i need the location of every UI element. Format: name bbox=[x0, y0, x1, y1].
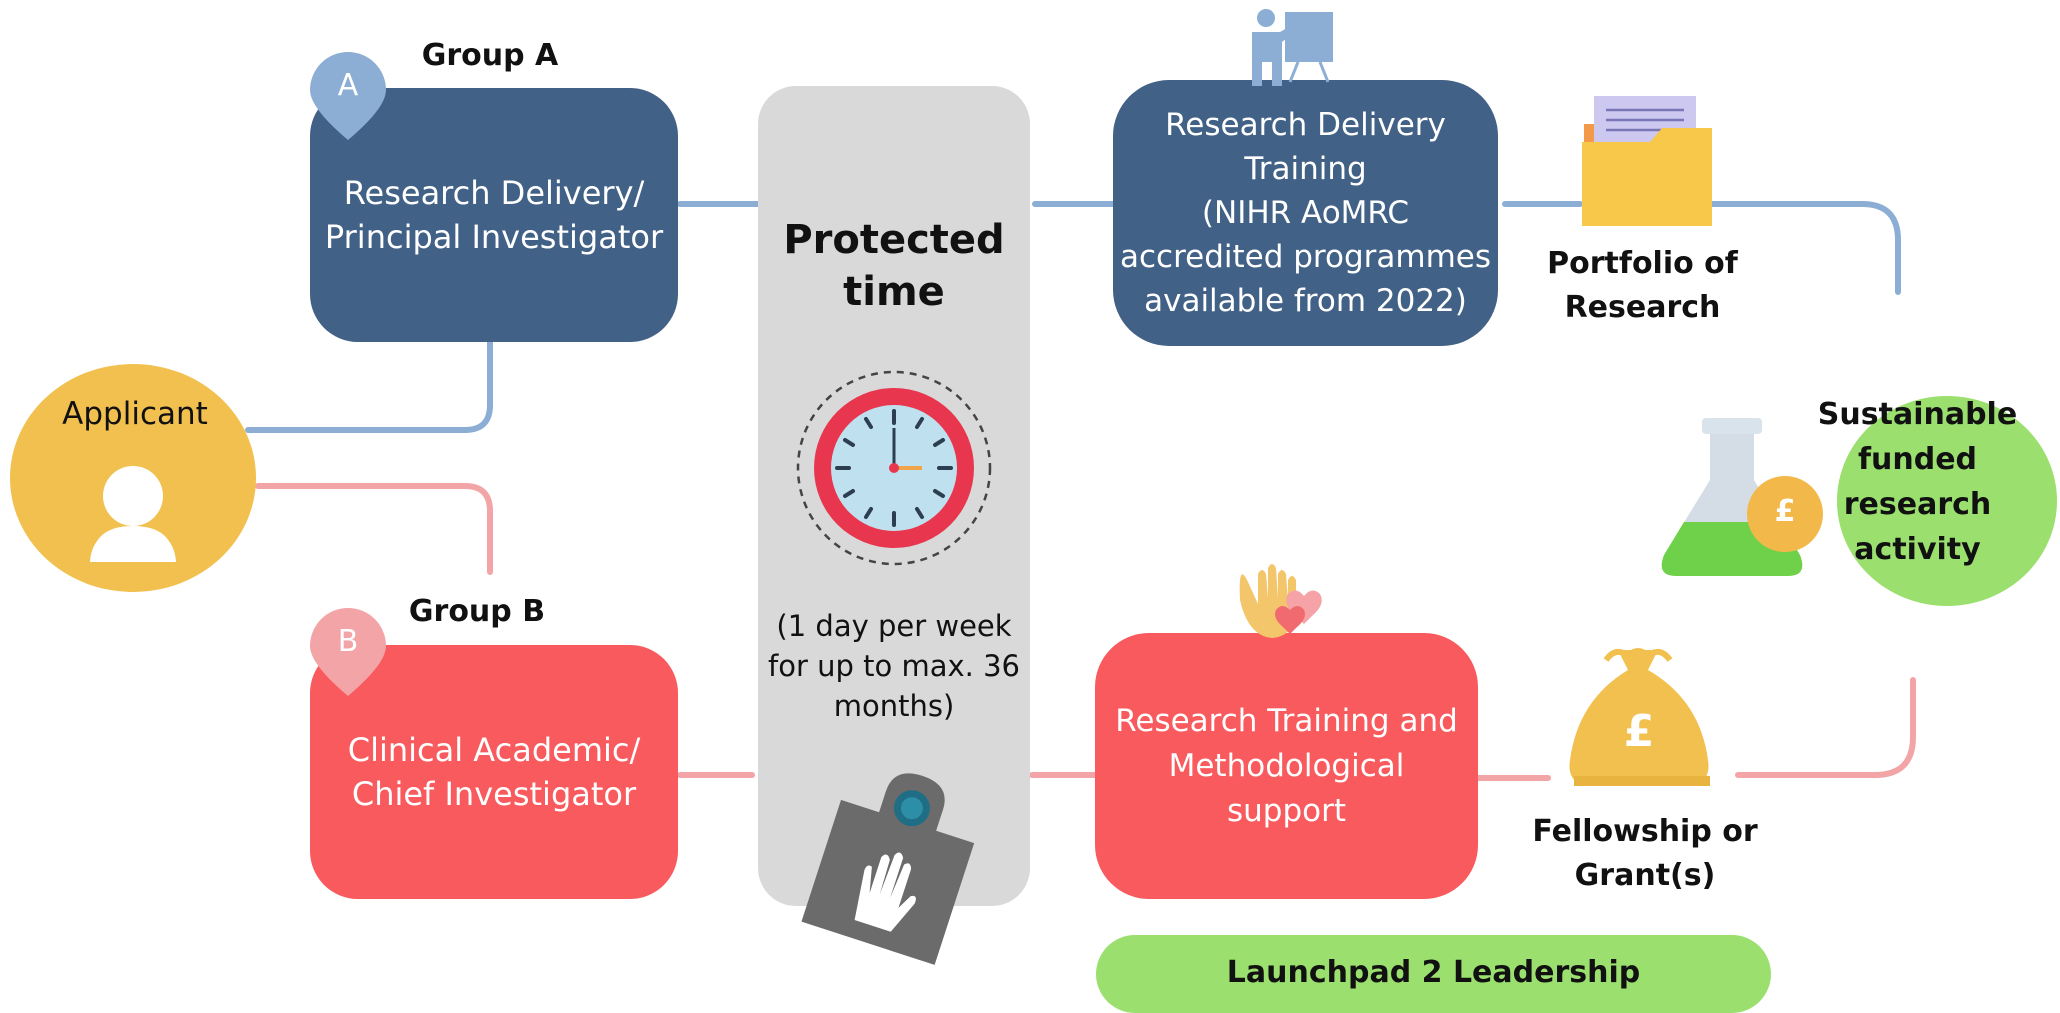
money-bag-icon bbox=[1569, 648, 1710, 786]
group-b-pin-letter: B bbox=[337, 624, 359, 659]
group-b-box-text: Clinical Academic/ Chief Investigator bbox=[347, 731, 641, 813]
presenter-icon bbox=[1252, 9, 1333, 86]
group-b-box bbox=[310, 645, 678, 899]
hand-heart-icon bbox=[1239, 564, 1322, 638]
group-b-title: Group B bbox=[408, 594, 546, 629]
connector-applicant-to-group-a bbox=[245, 337, 493, 433]
sustainable-circle bbox=[1837, 396, 2057, 606]
do-not-disturb-sign-icon bbox=[801, 773, 975, 965]
money-bag-symbol: £ bbox=[1623, 706, 1655, 757]
training-a-box-text: Research Delivery Training (NIHR AoMRC a… bbox=[1119, 107, 1492, 319]
connector-fellowship-to-sustainable bbox=[1735, 677, 1916, 778]
group-a-box-text: Research Delivery/ Principal Investigato… bbox=[324, 174, 664, 256]
training-b-box-text: Research Training and Methodological sup… bbox=[1115, 702, 1458, 829]
protected-time-title: Protected time bbox=[783, 217, 1005, 315]
sustainable-label: Sustainable funded research activity bbox=[1817, 397, 2018, 567]
connector-lines-red bbox=[255, 483, 1916, 781]
protected-time-note: (1 day per week for up to max. 36 months… bbox=[768, 609, 1020, 723]
launchpad-bar bbox=[1096, 935, 1771, 1013]
person-icon bbox=[90, 466, 176, 562]
group-a-pin bbox=[310, 52, 386, 140]
coin-icon bbox=[1747, 476, 1823, 552]
training-b-box bbox=[1095, 633, 1478, 899]
fellowship-label: Fellowship or Grant(s) bbox=[1532, 814, 1758, 893]
group-a-title: Group A bbox=[421, 38, 559, 73]
group-a-box bbox=[310, 88, 678, 342]
coin-symbol: £ bbox=[1774, 494, 1796, 529]
folder-icon bbox=[1582, 96, 1712, 226]
connector-portfolio-to-sustainable bbox=[1709, 201, 1901, 295]
portfolio-label: Portfolio of Research bbox=[1547, 246, 1738, 325]
connector-lines-blue bbox=[245, 201, 1901, 433]
group-b-pin bbox=[310, 608, 386, 696]
launchpad-label: Launchpad 2 Leadership bbox=[1226, 955, 1641, 990]
training-a-box bbox=[1113, 80, 1498, 346]
applicant-label: Applicant bbox=[62, 396, 208, 432]
group-a-pin-letter: A bbox=[337, 68, 359, 103]
clock-icon bbox=[796, 370, 992, 566]
connector-applicant-to-group-b bbox=[255, 483, 493, 575]
